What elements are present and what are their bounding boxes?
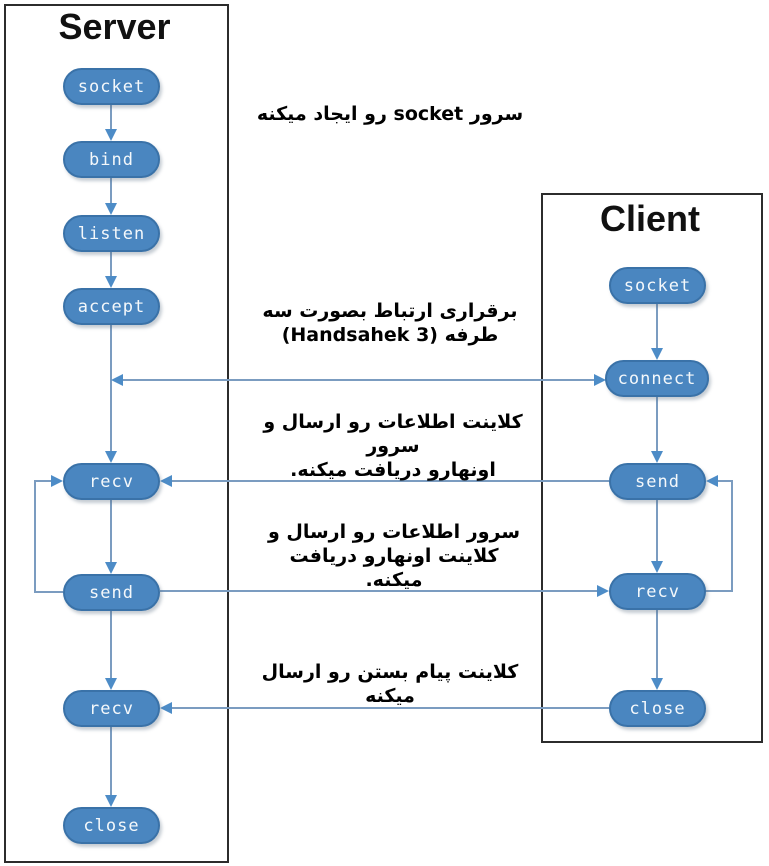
loop-line: [718, 480, 733, 482]
arrowhead-down: [651, 678, 663, 690]
arrowhead-left: [160, 702, 172, 714]
node-client-send: send: [609, 463, 706, 500]
node-server-bind: bind: [63, 141, 160, 178]
node-client-socket: socket: [609, 267, 706, 304]
arrowhead-down: [105, 678, 117, 690]
annotation-server-sends: سرور اطلاعات رو ارسال و کلاینت اونهارو د…: [267, 521, 521, 591]
arrowhead-down: [651, 561, 663, 573]
flow-line: [656, 610, 658, 678]
arrowhead-left: [706, 475, 718, 487]
arrowhead-left: [111, 374, 123, 386]
flow-line: [110, 325, 112, 451]
arrowhead-down: [105, 562, 117, 574]
server-group-box: [4, 4, 229, 863]
node-server-socket: socket: [63, 68, 160, 105]
node-server-close: close: [63, 807, 160, 844]
flow-line: [656, 500, 658, 561]
node-server-listen: listen: [63, 215, 160, 252]
loop-line: [35, 591, 63, 593]
arrowhead-down: [105, 451, 117, 463]
arrowhead-right: [597, 585, 609, 597]
loop-line: [35, 480, 51, 482]
node-client-recv: recv: [609, 573, 706, 610]
flow-line: [110, 252, 112, 276]
annotation-handshake: برقراری ارتباط بصورت سه طرفه (3 Handsahe…: [262, 300, 518, 346]
arrowhead-down: [105, 129, 117, 141]
arrowhead-left: [160, 475, 172, 487]
node-server-accept: accept: [63, 288, 160, 325]
flow-line: [656, 397, 658, 451]
client-title: Client: [599, 198, 700, 239]
arrowhead-down: [105, 276, 117, 288]
arrowhead-down: [105, 795, 117, 807]
node-client-connect: connect: [605, 360, 709, 397]
node-server-recv2: recv: [63, 690, 160, 727]
annotation-client-close: کلاینت پیام بستن رو ارسال میکنه: [261, 661, 519, 707]
arrowhead-down: [651, 451, 663, 463]
node-server-send: send: [63, 574, 160, 611]
handshake-line: [123, 379, 594, 381]
node-client-close: close: [609, 690, 706, 727]
node-server-recv: recv: [63, 463, 160, 500]
loop-line: [705, 590, 733, 592]
flow-line: [110, 178, 112, 203]
server-title: Server: [58, 6, 171, 47]
client-group-box: [541, 193, 763, 743]
arrowhead-down: [651, 348, 663, 360]
loop-line: [34, 480, 36, 593]
annotation-client-sends: کلاینت اطلاعات رو ارسال و سرور اونهارو د…: [263, 411, 523, 481]
loop-line: [731, 480, 733, 592]
annotation-create-socket: سرور socket رو ایجاد میکنه: [256, 103, 524, 125]
flow-line: [656, 304, 658, 348]
data-line: [172, 480, 609, 482]
flow-line: [110, 500, 112, 562]
flow-line: [110, 611, 112, 678]
data-line: [160, 590, 597, 592]
flow-line: [110, 105, 112, 129]
arrowhead-down: [105, 203, 117, 215]
arrowhead-right: [594, 374, 606, 386]
close-line: [172, 707, 609, 709]
arrowhead-right: [51, 475, 63, 487]
flow-line: [110, 727, 112, 795]
